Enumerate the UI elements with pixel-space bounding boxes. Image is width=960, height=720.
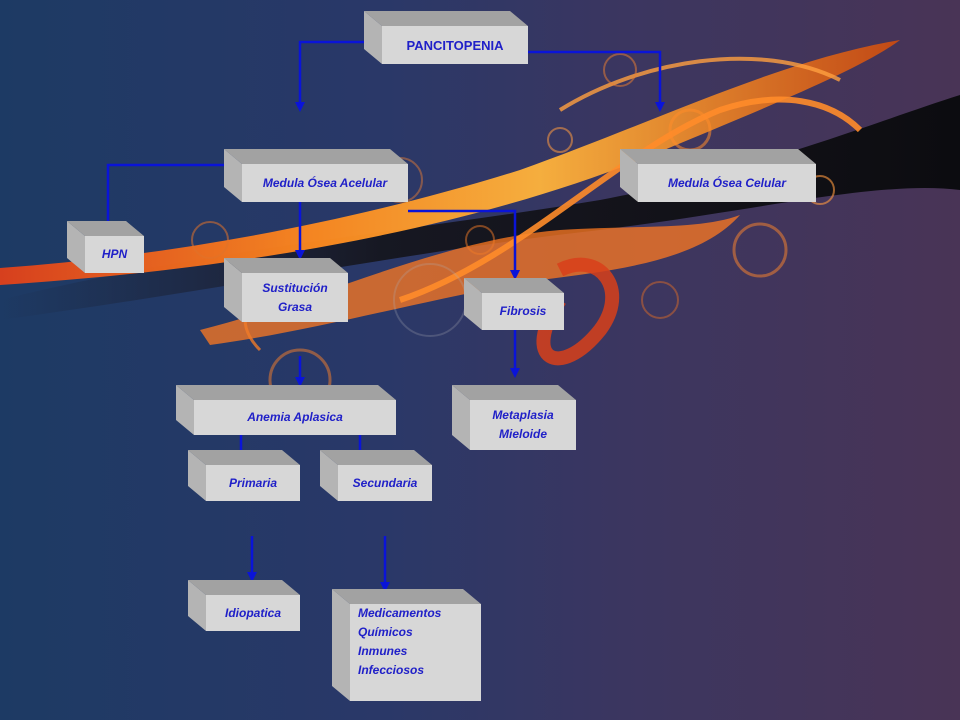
connector-acelular-hpn [106, 163, 228, 222]
node-anemia-aplasica-label: Anemia Aplasica [194, 400, 396, 435]
node-medicamentos-label: Medicamentos Químicos Inmunes Infeccioso… [350, 604, 481, 701]
node-medicamentos-line-2: Químicos [358, 625, 413, 639]
node-medicamentos-line-4: Infecciosos [358, 663, 425, 677]
red-curl [536, 257, 620, 366]
node-medicamentos-line-3: Inmunes [358, 644, 408, 658]
connector-pancitopenia-celular [528, 50, 662, 104]
node-hpn-label: HPN [85, 236, 144, 273]
node-medicamentos-line-1: Medicamentos [358, 606, 442, 620]
arrowhead-fibrosis [510, 270, 520, 280]
connector-acelular-fibrosis [408, 209, 517, 272]
orange-swoosh-thin-2 [558, 56, 841, 112]
node-idiopatica-label: Idiopatica [206, 595, 300, 631]
node-metaplasia-line-1: Metaplasia [492, 408, 554, 422]
node-metaplasia-mieloide-label: Metaplasia Mieloide [470, 400, 576, 450]
arrowhead-celular [655, 102, 665, 112]
node-metaplasia-line-2: Mieloide [498, 427, 547, 441]
node-sustitucion-line-2: Grasa [277, 299, 313, 314]
node-sustitucion-grasa-label: Sustitución Grasa [242, 273, 348, 322]
connector-pancitopenia-acelular [298, 40, 382, 104]
node-fibrosis-label: Fibrosis [482, 293, 564, 330]
arrowhead-idiopatica [247, 572, 257, 582]
orange-swoosh-thin [399, 96, 863, 303]
arrowhead-metaplasia [510, 368, 520, 378]
node-primaria-label: Primaria [206, 465, 300, 501]
arrowhead-anemia [295, 377, 305, 387]
node-sustitucion-line-1: Sustitución [262, 280, 328, 295]
node-pancitopenia-label: PANCITOPENIA [382, 26, 528, 64]
arrowhead-acelular [295, 102, 305, 112]
node-medula-acelular-label: Medula Ósea Acelular [242, 164, 408, 202]
arrowhead-medicamentos [380, 582, 390, 592]
arrowhead-sustitucion [295, 250, 305, 260]
node-secundaria-label: Secundaria [338, 465, 432, 501]
node-medula-celular-label: Medula Ósea Celular [638, 164, 816, 202]
